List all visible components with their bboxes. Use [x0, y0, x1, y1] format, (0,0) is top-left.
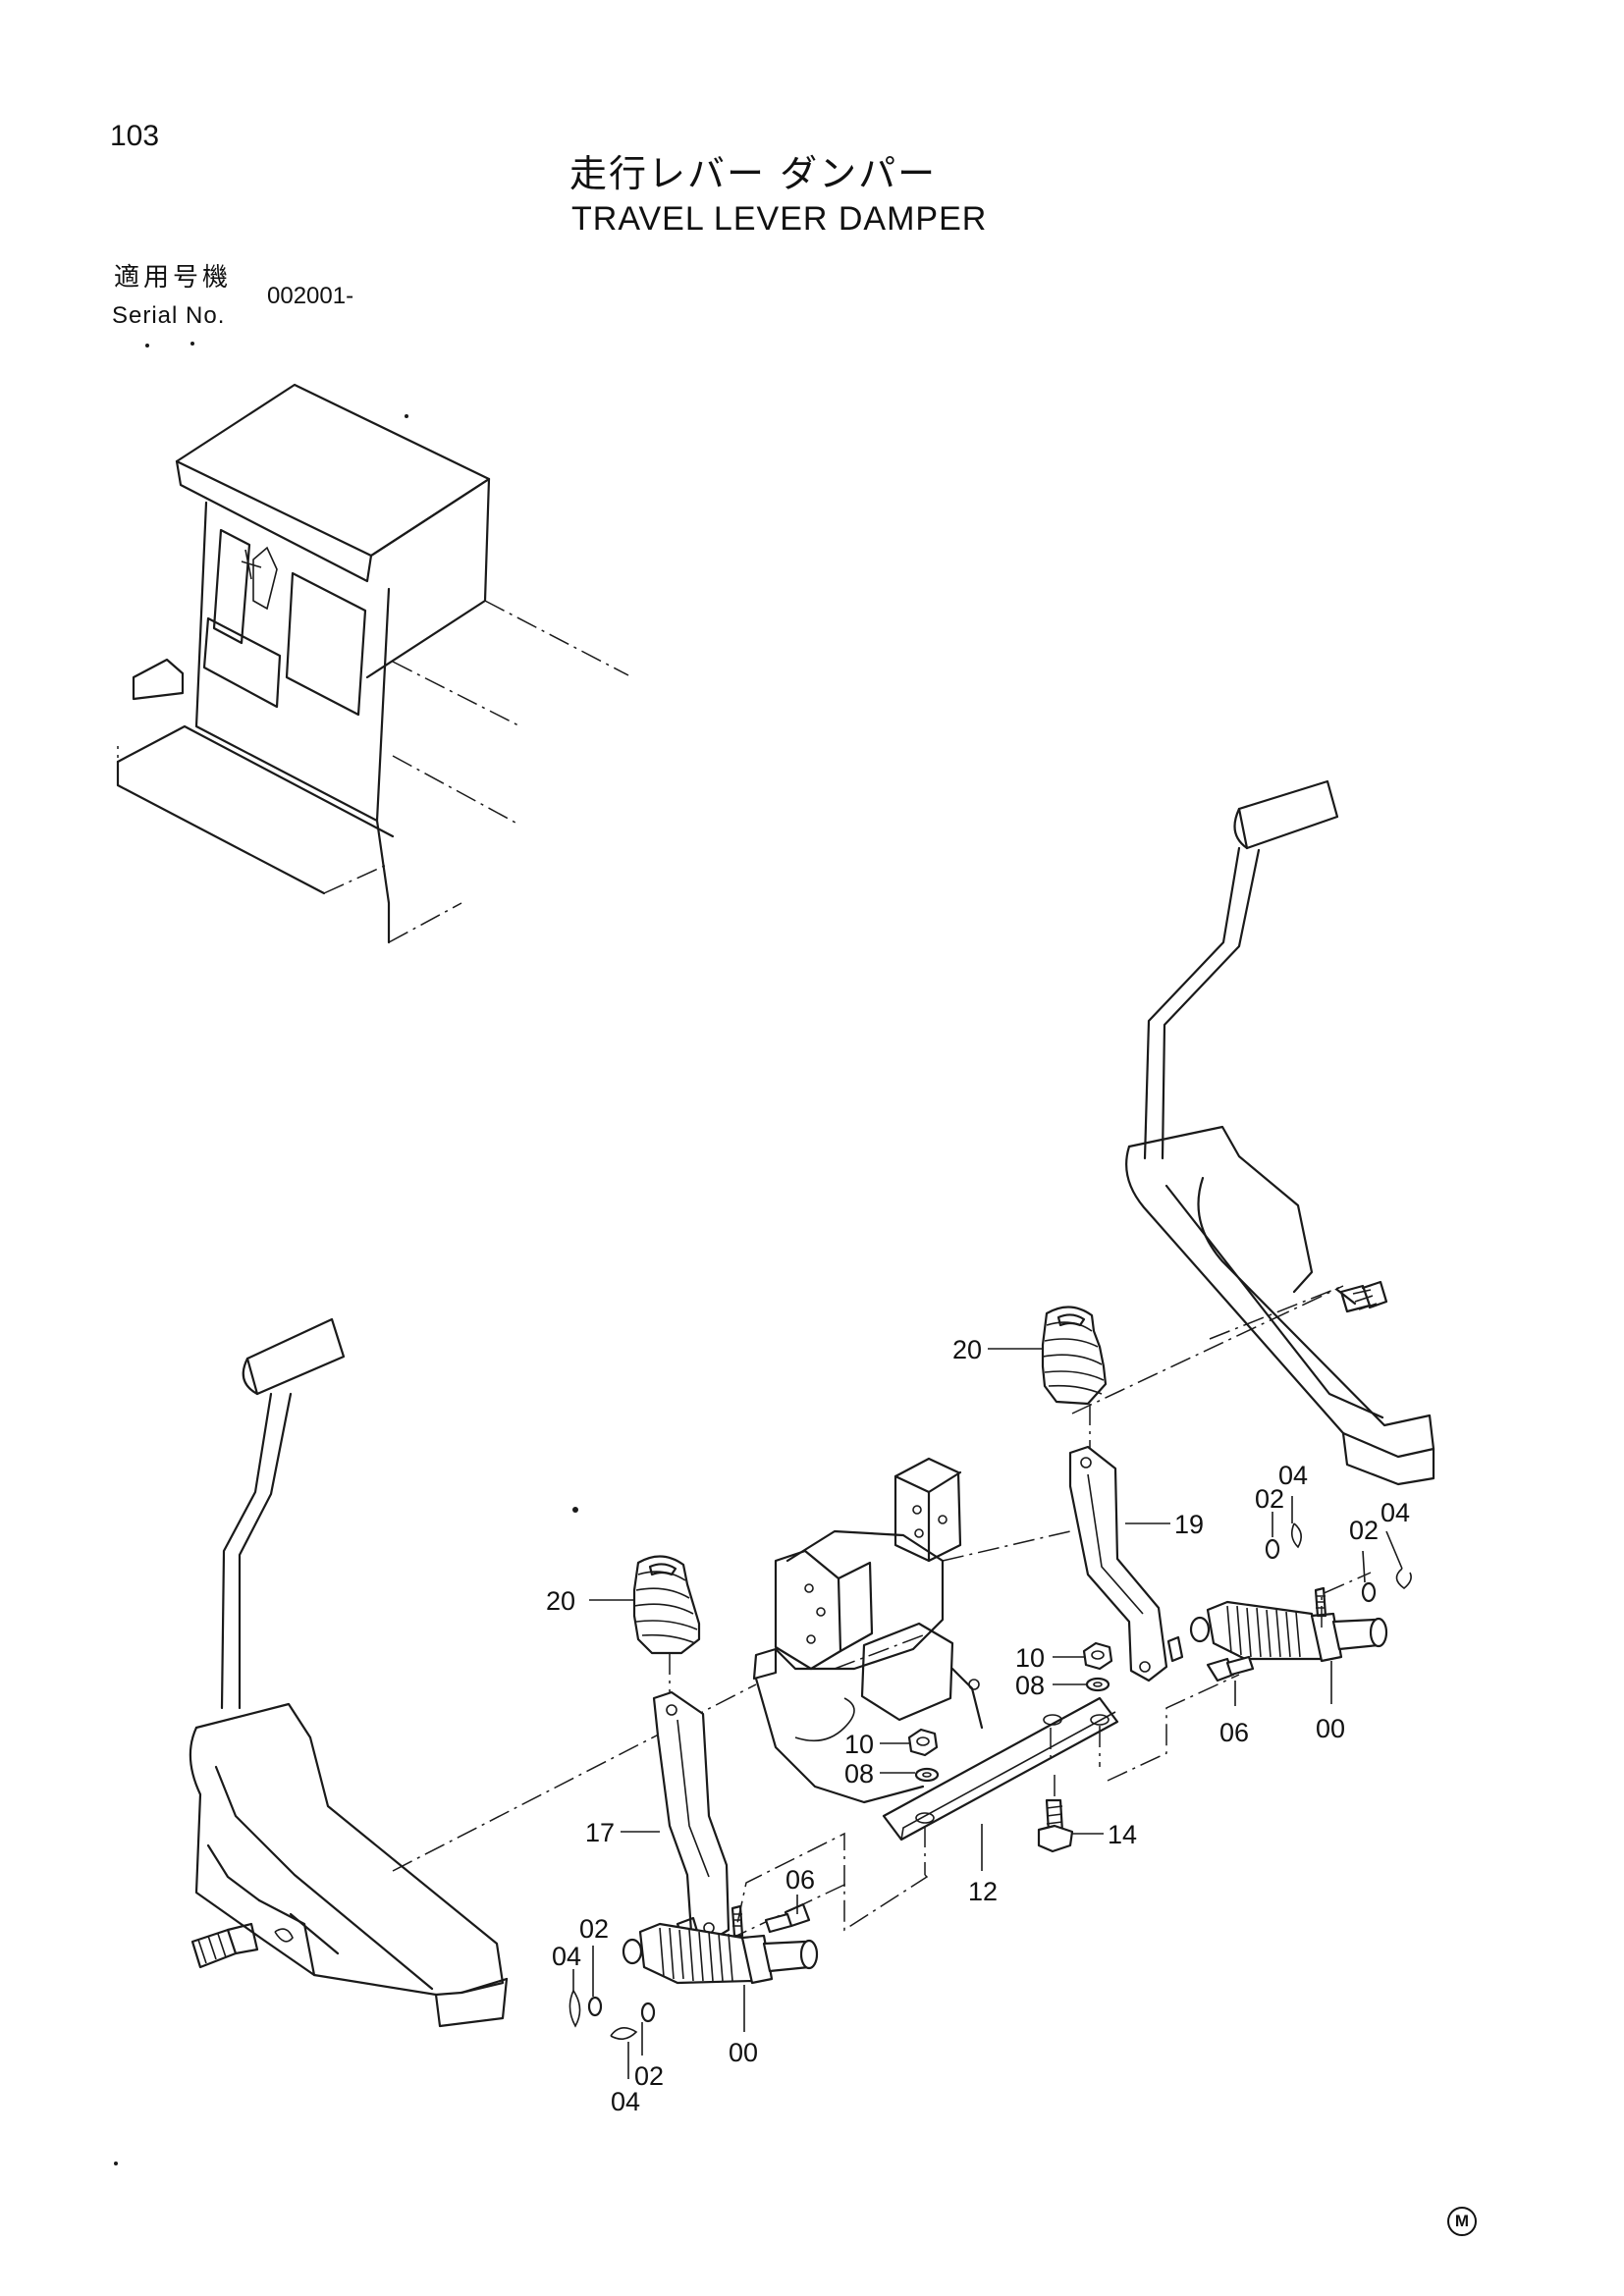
callout-02-left-a: 02 — [579, 1914, 609, 1944]
callout-14: 14 — [1108, 1820, 1137, 1849]
page-title-english: TRAVEL LEVER DAMPER — [571, 200, 988, 238]
nut-10-upper — [1082, 1641, 1113, 1671]
pin-04-left-a — [568, 1990, 581, 2028]
serial-number-value: 002001- — [267, 283, 354, 309]
washer-02-right-a — [1265, 1538, 1280, 1560]
callout-numbers: 20 20 19 17 12 14 10 08 10 08 06 00 04 0… — [546, 1335, 1410, 2116]
callout-10-lower: 10 — [844, 1730, 874, 1759]
callout-02-left-b: 02 — [634, 2061, 664, 2091]
callout-06-right: 06 — [1219, 1718, 1249, 1747]
leader-lines — [572, 1348, 1403, 2079]
left-travel-lever-assembly — [189, 1317, 757, 2028]
washer-08-lower — [914, 1767, 940, 1783]
callout-19: 19 — [1174, 1510, 1204, 1539]
cab-locator-illustration — [116, 383, 629, 944]
pin-04-right-b — [1395, 1568, 1412, 1590]
serial-label-japanese: 適用号機 — [114, 263, 233, 293]
bolt-06-left — [764, 1902, 811, 1934]
bracket-19 — [1068, 1445, 1184, 1682]
bracket-17 — [652, 1690, 731, 1946]
scan-specks — [114, 342, 578, 2165]
callout-02-right-b: 02 — [1349, 1516, 1379, 1545]
damper-00-left — [622, 1904, 819, 1985]
boot-upper — [1041, 1306, 1108, 1457]
callout-20-lower: 20 — [546, 1586, 575, 1616]
washer-08-upper — [1085, 1677, 1110, 1692]
nut-10-lower — [907, 1728, 939, 1757]
washer-02-left-b — [640, 2002, 656, 2023]
callout-04-right-a: 04 — [1278, 1461, 1308, 1490]
maker-logo-mark: M — [1447, 2207, 1477, 2236]
boot-lower — [632, 1555, 701, 1698]
pin-04-left-b — [610, 2027, 638, 2040]
callout-20-upper: 20 — [952, 1335, 982, 1364]
center-valve-body — [752, 1457, 1071, 1804]
damper-00-right — [1189, 1586, 1388, 1663]
callout-08-upper: 08 — [1015, 1671, 1045, 1700]
callout-04-left-a: 04 — [552, 1942, 581, 1971]
callout-06-left: 06 — [785, 1865, 815, 1895]
callout-08-lower: 08 — [844, 1759, 874, 1789]
washer-02-left-a — [587, 1996, 603, 2017]
bolt-06-right — [1206, 1655, 1255, 1682]
callout-04-left-b: 04 — [611, 2087, 640, 2116]
callout-04-right-b: 04 — [1380, 1498, 1410, 1527]
leader-dash-right-pins — [1321, 1572, 1372, 1628]
serial-label-english: Serial No. — [112, 302, 226, 329]
bolt-14 — [1037, 1775, 1074, 1853]
callout-00-right: 00 — [1316, 1714, 1345, 1743]
callout-00-left: 00 — [729, 2038, 758, 2067]
callout-17: 17 — [585, 1818, 615, 1847]
callout-10-upper: 10 — [1015, 1643, 1045, 1673]
right-travel-lever-assembly — [1071, 779, 1435, 1486]
page-title-japanese: 走行レバー ダンパー — [569, 152, 938, 195]
callout-12: 12 — [968, 1877, 998, 1906]
washer-02-right-b — [1361, 1581, 1377, 1603]
plate-12 — [731, 1674, 1240, 1939]
callout-02-right-a: 02 — [1255, 1484, 1284, 1514]
page-number: 103 — [110, 120, 160, 152]
pin-04-right-a — [1290, 1522, 1302, 1549]
